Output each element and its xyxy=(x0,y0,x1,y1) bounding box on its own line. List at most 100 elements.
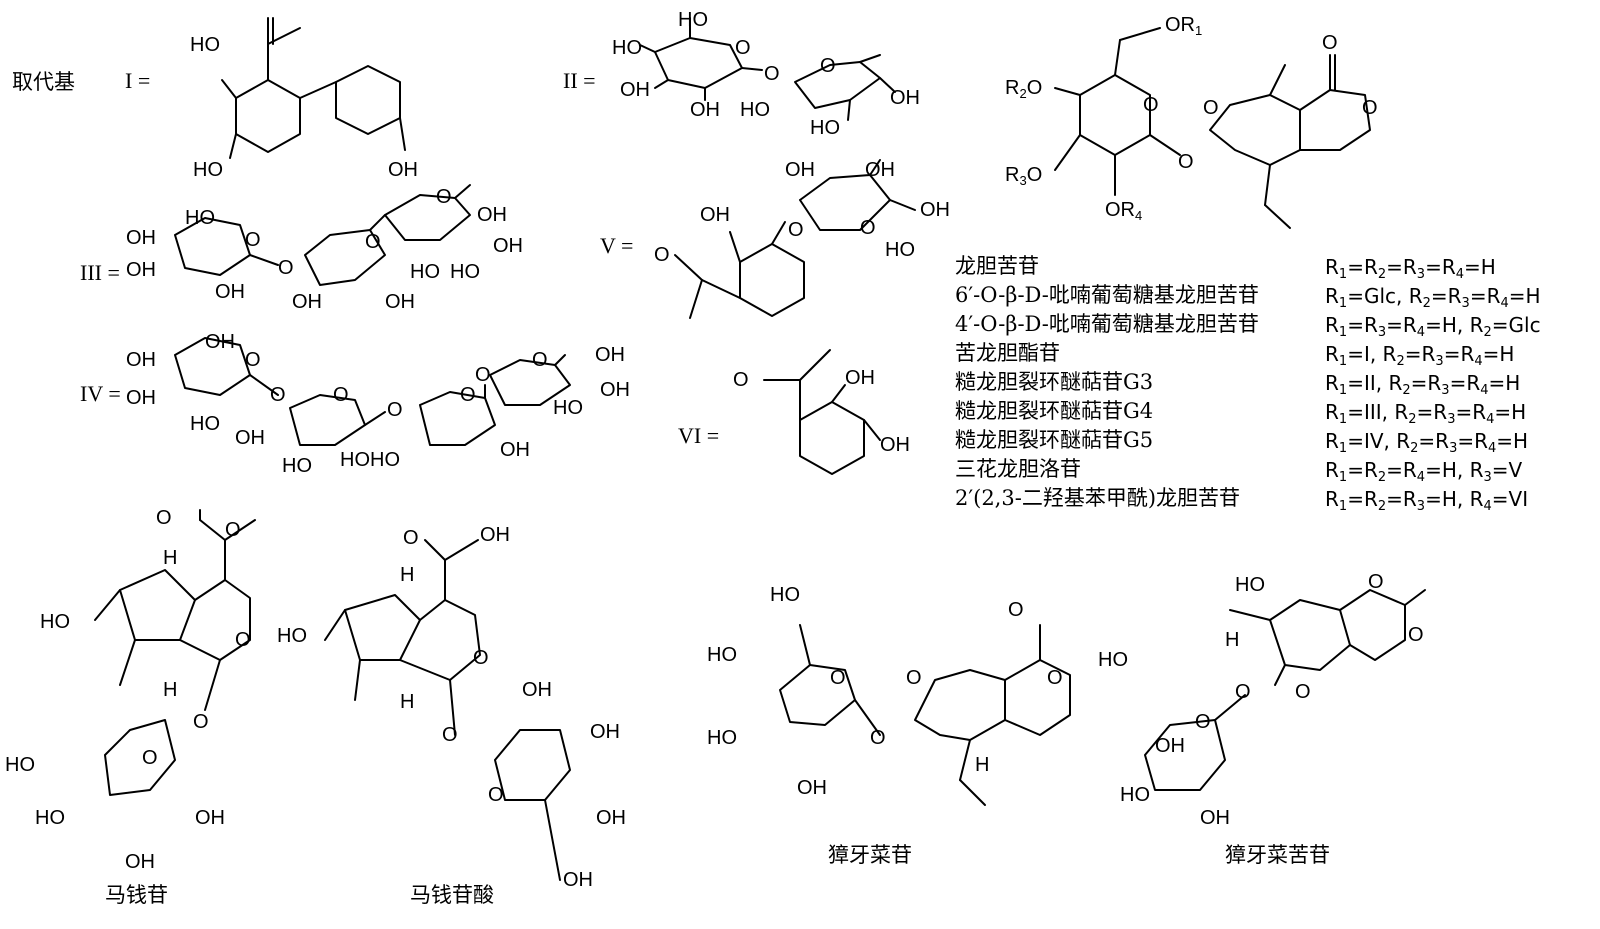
caption-loganic-acid: 马钱苷酸 xyxy=(410,883,494,907)
atom-label: H xyxy=(400,691,415,713)
atom-label: OH xyxy=(126,349,156,371)
atom-label: H xyxy=(975,754,990,776)
atom-label: OH xyxy=(845,367,875,389)
atom-label: O xyxy=(830,667,846,689)
atom-label: O xyxy=(488,784,504,806)
atom-label: HO xyxy=(810,117,840,139)
atom-label: O xyxy=(1195,711,1211,733)
atom-label: OH xyxy=(477,204,507,226)
sweroside-structure xyxy=(779,624,1071,806)
atom-label: O xyxy=(788,219,804,241)
substituent-V-structure xyxy=(674,159,916,319)
substituent-II-label: II = xyxy=(563,68,596,93)
compound-name: 6′-O-β-D-吡喃葡萄糖基龙胆苦苷 xyxy=(955,283,1259,307)
gentiopicroside-core-structure xyxy=(1054,27,1371,229)
atom-label: O xyxy=(1178,151,1194,173)
atom-label: OH xyxy=(235,427,265,449)
atom-label: O xyxy=(1203,97,1219,119)
substituent-VI-label: VI = xyxy=(678,423,720,448)
substituent-VI-structure xyxy=(763,349,881,475)
atom-label: HO xyxy=(282,455,312,477)
atom-label: OH xyxy=(596,807,626,829)
atom-label: O xyxy=(1143,94,1159,116)
compound-name: 2′(2,3-二羟基苯甲酰)龙胆苦苷 xyxy=(955,486,1241,510)
atom-label: OH xyxy=(205,331,235,353)
compound-substituents: R1=IV, R2=R3=R4=H xyxy=(1325,429,1529,456)
atom-label: OH xyxy=(595,344,625,366)
atom-label: OH xyxy=(195,807,225,829)
atom-label: O xyxy=(1008,599,1024,621)
compound-substituents: R1=III, R2=R3=R4=H xyxy=(1325,400,1527,427)
atom-label: HO xyxy=(740,99,770,121)
substituent-V-label: V = xyxy=(600,233,634,258)
atom-label: O xyxy=(333,384,349,406)
atom-label: O xyxy=(654,244,670,266)
atom-label: HO xyxy=(707,727,737,749)
atom-label: OH xyxy=(215,281,245,303)
atom-label: HOHO xyxy=(340,449,400,471)
atom-label: HO xyxy=(1120,784,1150,806)
substituent-prefix-label: 取代基 xyxy=(12,70,75,94)
atom-label: HO xyxy=(190,413,220,435)
atom-label: O xyxy=(735,37,751,59)
atom-label: OH xyxy=(126,387,156,409)
compound-substituents: R1=R2=R3=H, R4=VI xyxy=(1325,487,1529,514)
atom-label: OH xyxy=(1200,807,1230,829)
compound-substituents: R1=R3=R4=H, R2=Glc xyxy=(1325,313,1541,340)
atom-label: O xyxy=(733,369,749,391)
atom-label: OH xyxy=(563,869,593,891)
atom-label: O xyxy=(1362,97,1378,119)
compound-name: 糙龙胆裂环醚萜苷G3 xyxy=(955,370,1154,394)
atom-label: O xyxy=(870,727,886,749)
compound-name: 三花龙胆洛苷 xyxy=(955,457,1081,481)
atom-label: O xyxy=(245,229,261,251)
atom-label: O xyxy=(156,507,172,529)
atom-label: O xyxy=(1295,681,1311,703)
compound-row: 糙龙胆裂环醚萜苷G4 R1=III, R2=R3=R4=H xyxy=(955,401,1585,429)
compound-row: 糙龙胆裂环醚萜苷G3 R1=II, R2=R3=R4=H xyxy=(955,372,1585,400)
substituent-III-label: III = xyxy=(80,260,120,285)
atom-label: HO xyxy=(450,261,480,283)
atom-label: O xyxy=(820,55,836,77)
atom-label: OH xyxy=(620,79,650,101)
atom-label: HO xyxy=(190,34,220,56)
atom-label: O xyxy=(1047,667,1063,689)
atom-label: OH xyxy=(126,259,156,281)
compound-name: 苦龙胆酯苷 xyxy=(955,341,1060,365)
atom-label: OH xyxy=(785,159,815,181)
atom-label: O xyxy=(1235,681,1251,703)
atom-label: O xyxy=(860,217,876,239)
substituent-IV-label: IV = xyxy=(80,381,121,406)
caption-loganin: 马钱苷 xyxy=(105,883,168,907)
atom-label: OH xyxy=(126,227,156,249)
atom-label: O xyxy=(365,231,381,253)
atom-label: OH xyxy=(493,235,523,257)
atom-label: OR4 xyxy=(1105,199,1143,223)
atom-label: OH xyxy=(292,291,322,313)
atom-label: HO xyxy=(1098,649,1128,671)
atom-label: OH xyxy=(388,159,418,181)
compound-row: 4′-O-β-D-吡喃葡萄糖基龙胆苦苷 R1=R3=R4=H, R2=Glc xyxy=(955,314,1585,342)
atom-label: OH xyxy=(797,777,827,799)
atom-label: OR1 xyxy=(1165,14,1203,38)
atom-label: HO xyxy=(5,754,35,776)
compound-row: 2′(2,3-二羟基苯甲酰)龙胆苦苷 R1=R2=R3=H, R4=VI xyxy=(955,488,1585,516)
compound-name: 4′-O-β-D-吡喃葡萄糖基龙胆苦苷 xyxy=(955,312,1259,336)
atom-label: OH xyxy=(1155,735,1185,757)
atom-label: OH xyxy=(522,679,552,701)
atom-label: O xyxy=(436,186,452,208)
loganin-structure xyxy=(94,509,256,796)
atom-label: O xyxy=(460,384,476,406)
atom-label: OH xyxy=(480,524,510,546)
compound-name: 糙龙胆裂环醚萜苷G5 xyxy=(955,428,1154,452)
atom-label: H xyxy=(163,547,178,569)
atom-label: O xyxy=(764,63,780,85)
atom-label: O xyxy=(193,711,209,733)
atom-label: HO xyxy=(678,9,708,31)
caption-swertiamarin: 獐牙菜苦苷 xyxy=(1225,843,1330,867)
compound-substituents: R1=I, R2=R3=R4=H xyxy=(1325,342,1515,369)
atom-label: O xyxy=(906,667,922,689)
substituent-IV-structure xyxy=(174,337,571,446)
atom-label: HO xyxy=(612,37,642,59)
